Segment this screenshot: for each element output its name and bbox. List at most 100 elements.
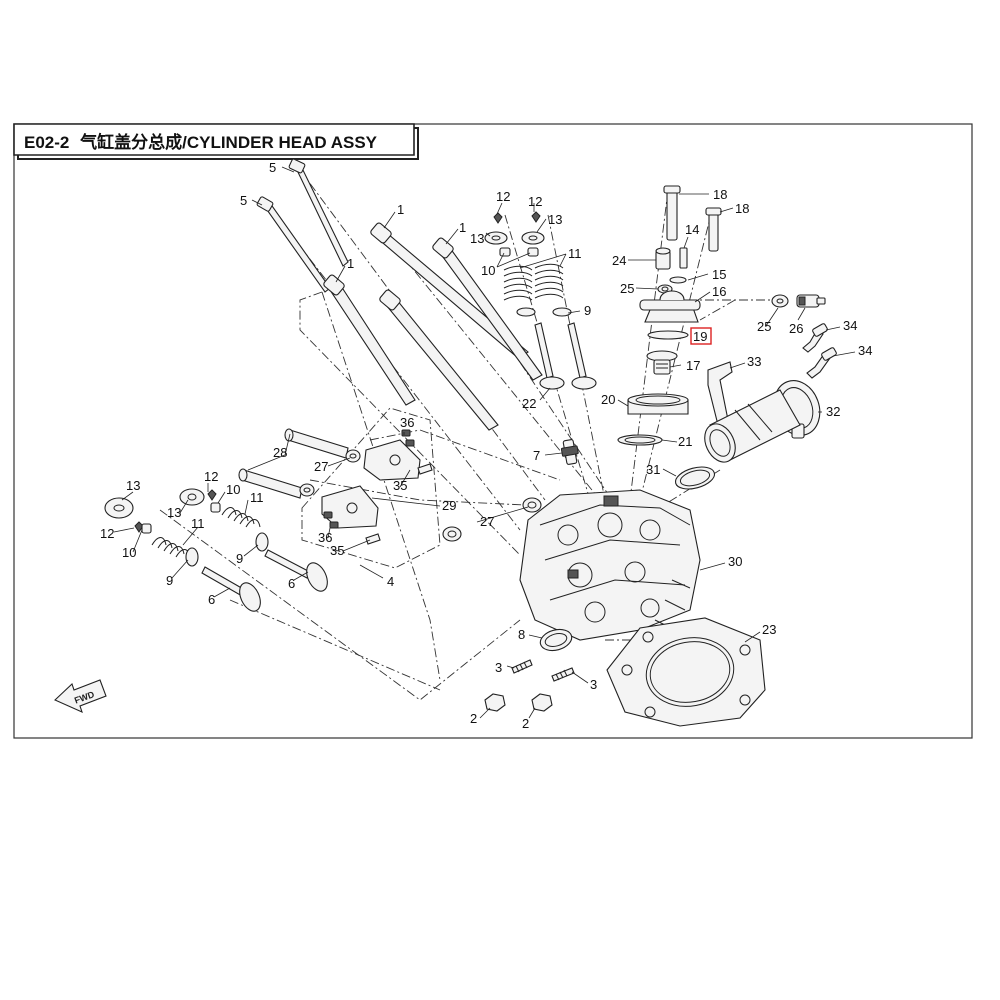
callout-5[interactable]: 5 xyxy=(269,160,276,175)
studs-3 xyxy=(511,659,575,682)
callout-32[interactable]: 32 xyxy=(826,404,840,419)
callout-1[interactable]: 1 xyxy=(459,220,466,235)
nuts-2 xyxy=(484,693,553,712)
retainers-13-lower xyxy=(104,488,205,519)
callout-34[interactable]: 34 xyxy=(843,318,857,333)
callout-34[interactable]: 34 xyxy=(858,343,872,358)
callout-2[interactable]: 2 xyxy=(522,716,529,731)
callout-35[interactable]: 35 xyxy=(330,543,344,558)
callout-12[interactable]: 12 xyxy=(528,194,542,209)
callout-2[interactable]: 2 xyxy=(470,711,477,726)
spacer-20 xyxy=(627,393,689,415)
gasket-21 xyxy=(617,434,663,446)
callout-6[interactable]: 6 xyxy=(288,576,295,591)
exhaust-hardware xyxy=(484,628,575,712)
intake-boot xyxy=(704,389,801,463)
valves-22 xyxy=(534,322,597,390)
rocker-arm-upper xyxy=(363,439,421,481)
adjust-screws-35 xyxy=(365,463,433,545)
callout-6[interactable]: 6 xyxy=(208,592,215,607)
head-bolt-1-c xyxy=(323,274,416,406)
callout-24[interactable]: 24 xyxy=(612,253,626,268)
callout-25[interactable]: 25 xyxy=(620,281,634,296)
callout-35[interactable]: 35 xyxy=(393,478,407,493)
callout-10[interactable]: 10 xyxy=(122,545,136,560)
spring-retainers-13 xyxy=(484,231,545,245)
adjust-nuts-36 xyxy=(323,429,415,529)
head-bolts xyxy=(256,158,543,431)
head-gasket-23 xyxy=(606,617,766,727)
callout-11[interactable]: 11 xyxy=(191,516,205,531)
washer-15 xyxy=(669,276,687,284)
callout-8[interactable]: 8 xyxy=(518,627,525,642)
callout-18[interactable]: 18 xyxy=(735,201,749,216)
callout-3[interactable]: 3 xyxy=(495,660,502,675)
valves-6 xyxy=(201,549,328,612)
bushing-24 xyxy=(655,247,671,270)
callout-1[interactable]: 1 xyxy=(347,256,354,271)
callout-36[interactable]: 36 xyxy=(400,415,414,430)
callout-14[interactable]: 14 xyxy=(685,222,699,237)
callout-25[interactable]: 25 xyxy=(757,319,771,334)
callout-12[interactable]: 12 xyxy=(100,526,114,541)
callout-9[interactable]: 9 xyxy=(584,303,591,318)
callout-12[interactable]: 12 xyxy=(496,189,510,204)
callout-15[interactable]: 15 xyxy=(712,267,726,282)
callout-13[interactable]: 13 xyxy=(126,478,140,493)
head-bolt-1-d xyxy=(379,289,499,431)
callout-19-highlight xyxy=(690,327,712,345)
callout-4[interactable]: 4 xyxy=(387,574,394,589)
o-ring-31 xyxy=(674,466,716,490)
intake-side xyxy=(674,294,837,490)
thermostat-cover-16 xyxy=(639,290,701,323)
screw-14 xyxy=(679,247,688,269)
callout-21[interactable]: 21 xyxy=(678,434,692,449)
callout-9[interactable]: 9 xyxy=(166,573,173,588)
fwd-arrow: FWD xyxy=(54,679,107,714)
callout-23[interactable]: 23 xyxy=(762,622,776,637)
bracket-33 xyxy=(707,361,733,426)
callout-13[interactable]: 13 xyxy=(167,505,181,520)
callout-11[interactable]: 11 xyxy=(568,246,582,261)
washer-25-right xyxy=(771,294,789,308)
callout-9[interactable]: 9 xyxy=(236,551,243,566)
callout-22[interactable]: 22 xyxy=(522,396,536,411)
callout-27[interactable]: 27 xyxy=(314,459,328,474)
callout-19[interactable]: 19 xyxy=(693,329,707,344)
callout-10[interactable]: 10 xyxy=(226,482,240,497)
diagram-frame xyxy=(13,123,973,739)
callout-30[interactable]: 30 xyxy=(728,554,742,569)
rocker-assembly xyxy=(238,407,542,569)
callout-36[interactable]: 36 xyxy=(318,530,332,545)
title-name-en: /CYLINDER HEAD ASSY xyxy=(182,133,378,152)
callout-20[interactable]: 20 xyxy=(601,392,615,407)
gasket-8 xyxy=(539,628,573,652)
callout-28[interactable]: 28 xyxy=(273,445,287,460)
callout-33[interactable]: 33 xyxy=(747,354,761,369)
callout-16[interactable]: 16 xyxy=(712,284,726,299)
callout-1[interactable]: 1 xyxy=(397,202,404,217)
spring-seats-9 xyxy=(516,307,572,317)
callout-11[interactable]: 11 xyxy=(250,490,264,505)
lower-valve-train xyxy=(104,488,328,612)
callout-29[interactable]: 29 xyxy=(442,498,456,513)
callout-31[interactable]: 31 xyxy=(646,462,660,477)
callout-17[interactable]: 17 xyxy=(686,358,700,373)
leader-lines xyxy=(113,166,856,719)
temp-sensor-26 xyxy=(796,294,826,308)
rocker-shafts-28 xyxy=(238,428,349,499)
callout-26[interactable]: 26 xyxy=(789,321,803,336)
title-box-shadow xyxy=(17,127,419,160)
callout-27[interactable]: 27 xyxy=(480,514,494,529)
callout-18[interactable]: 18 xyxy=(713,187,727,202)
callout-5[interactable]: 5 xyxy=(240,193,247,208)
callout-10[interactable]: 10 xyxy=(481,263,495,278)
valve-keepers-12 xyxy=(493,211,541,224)
callout-7[interactable]: 7 xyxy=(533,448,540,463)
callout-12[interactable]: 12 xyxy=(204,469,218,484)
seats-9-lower xyxy=(185,532,269,567)
callout-3[interactable]: 3 xyxy=(590,677,597,692)
callout-13[interactable]: 13 xyxy=(470,231,484,246)
callout-13[interactable]: 13 xyxy=(548,212,562,227)
title-box xyxy=(13,123,415,156)
